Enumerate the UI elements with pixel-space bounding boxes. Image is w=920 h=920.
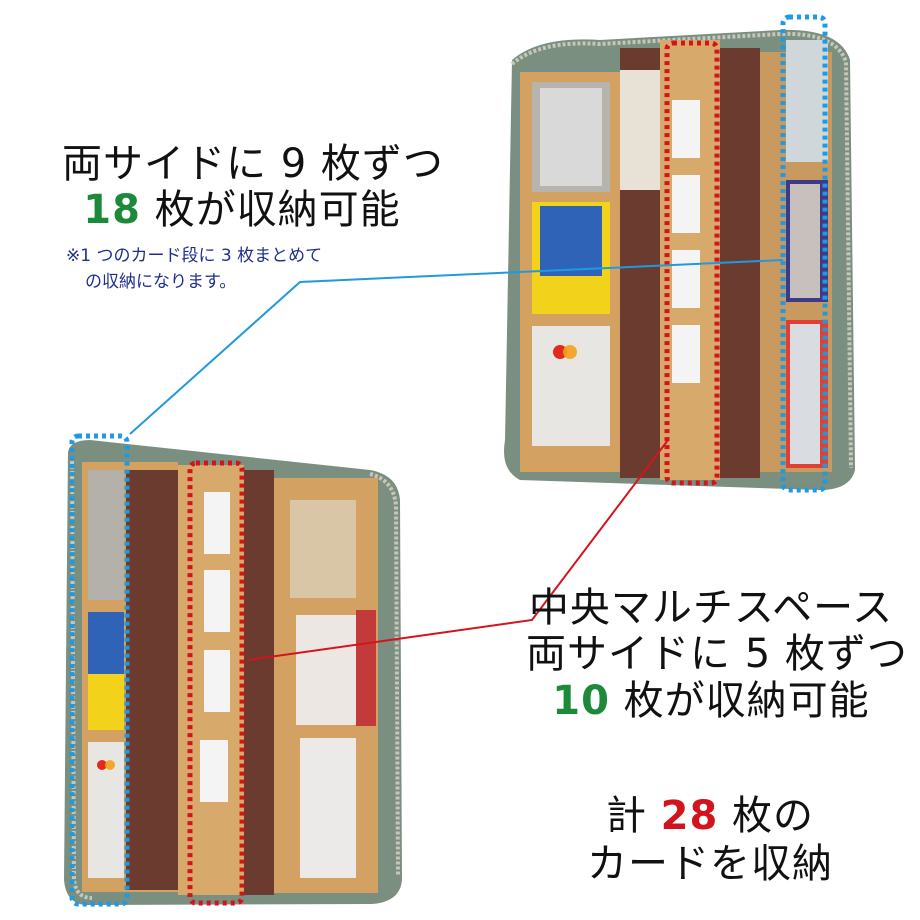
left-caption-line2-suffix: 枚が収納可能: [140, 187, 401, 233]
red-marker-top-center: [664, 40, 720, 486]
center-tab-1: [204, 492, 230, 554]
center-tab-3: [672, 250, 700, 308]
center-tab-3: [204, 650, 230, 712]
center-tab-2: [672, 175, 700, 233]
red-connector-line: [247, 439, 669, 661]
total-caption-line2: カードを収納: [587, 841, 833, 887]
right-card-3-top: [790, 324, 820, 464]
right-card-3: [300, 738, 356, 878]
card-logo-red: [553, 345, 567, 359]
center-tab-1: [672, 100, 700, 158]
total-caption-suffix: 枚の: [718, 793, 815, 839]
right-stack-edge: [356, 610, 376, 726]
card-slot-3: [532, 326, 610, 446]
right-card-1: [786, 40, 828, 162]
zipper-teeth: [510, 31, 853, 469]
right-caption-line2: 両サイドに 5 枚ずつ: [526, 631, 908, 677]
card-logo-yellow: [563, 345, 577, 359]
center-divider: [244, 470, 274, 895]
center-tab-2: [204, 570, 230, 632]
right-caption-line3: 10 枚が収納可能: [526, 677, 896, 725]
wallet-photo-top: [504, 14, 855, 493]
left-caption-line2: 18 枚が収納可能: [62, 186, 422, 234]
lining-left: [126, 470, 178, 890]
blue-marker-top-right: [780, 14, 828, 493]
left-caption-note-line1: ※1 つのカード段に 3 枚まとめて: [66, 246, 323, 266]
total-caption-count: 28: [660, 793, 719, 839]
wallet-photo-bottom: [64, 433, 402, 907]
center-tab-4: [672, 325, 700, 383]
right-card-1: [290, 500, 356, 598]
left-caption-count: 18: [83, 187, 141, 233]
total-caption-prefix: 計: [605, 793, 661, 839]
card-logo-red: [97, 760, 107, 770]
card-slot-1-top: [540, 88, 602, 186]
card-slot-1: [88, 470, 124, 600]
right-card-2-top: [790, 184, 820, 298]
card-slot-2-top: [88, 612, 124, 674]
right-caption-line1: 中央マルチスペース: [528, 585, 894, 631]
red-marker-bottom-center: [187, 460, 245, 906]
center-tab-4: [200, 740, 228, 802]
total-caption-line1: 計 28 枚の: [560, 792, 860, 840]
zipper-teeth: [70, 455, 93, 900]
right-caption-line3-suffix: 枚が収納可能: [609, 678, 870, 724]
card-slot-2-top: [540, 206, 602, 276]
right-card-2: [296, 615, 356, 725]
left-caption-note-line2: の収納になります。: [85, 272, 237, 292]
right-caption-count: 10: [552, 678, 610, 724]
left-caption-line1: 両サイドに 9 枚ずつ: [62, 141, 444, 187]
blue-marker-bottom-left: [69, 433, 130, 907]
center-sheet: [620, 70, 660, 190]
blue-connector-line: [129, 259, 784, 435]
card-logo-yellow: [105, 760, 115, 770]
